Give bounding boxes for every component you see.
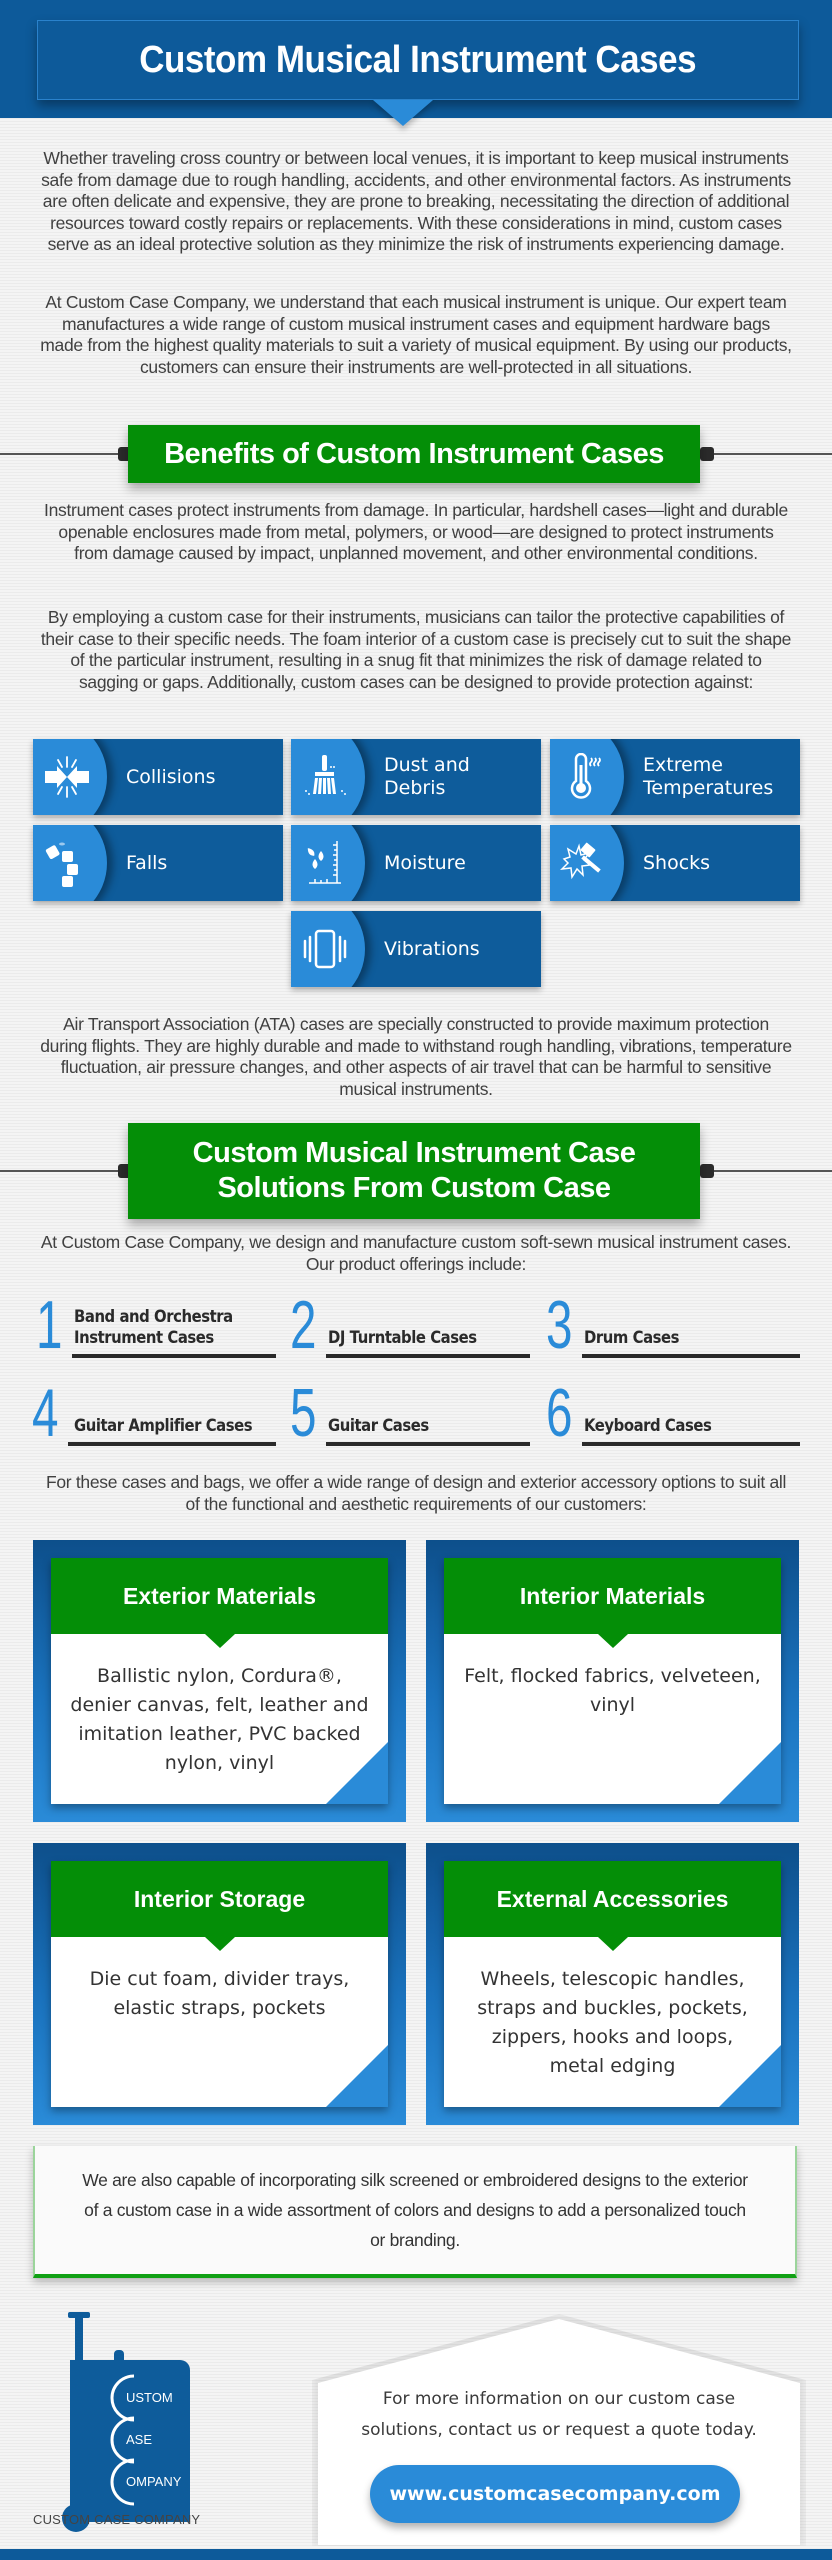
protection-label: Extreme Temperatures bbox=[643, 754, 774, 799]
option-card-title: Interior Materials bbox=[444, 1558, 781, 1634]
product-label: Drum Cases bbox=[584, 1328, 680, 1347]
benefits-section-title: Benefits of Custom Instrument Cases bbox=[164, 437, 664, 470]
product-underline bbox=[72, 1354, 276, 1358]
protection-tile-collisions: Collisions bbox=[33, 739, 283, 815]
thermometer-icon bbox=[570, 753, 601, 799]
protection-tile-shocks: Shocks bbox=[550, 825, 800, 901]
company-logo: USTOM ASE OMPANY bbox=[62, 2312, 190, 2532]
product-label: Band and Orchestra Instrument Cases bbox=[74, 1307, 233, 1347]
product-number: 6 bbox=[546, 1375, 573, 1451]
card-corner-fold bbox=[719, 1742, 781, 1804]
hammer-impact-icon bbox=[560, 842, 601, 880]
option-card-body: Ballistic nylon, Cordura®, denier canvas… bbox=[70, 1665, 369, 1774]
card-corner-fold bbox=[719, 2045, 781, 2107]
product-label: Keyboard Cases bbox=[584, 1416, 712, 1435]
product-underline bbox=[326, 1354, 530, 1358]
footer-bar bbox=[0, 2549, 832, 2560]
option-card-title: Interior Storage bbox=[51, 1861, 388, 1937]
option-card-body: Die cut foam, divider trays, elastic str… bbox=[89, 1968, 350, 2019]
intro-paragraph-1: Whether traveling cross country or betwe… bbox=[41, 148, 791, 254]
page-header: Custom Musical Instrument Cases bbox=[0, 0, 832, 118]
product-item: 1 Band and Orchestra Instrument Cases bbox=[36, 1290, 276, 1360]
option-card-title: External Accessories bbox=[444, 1861, 781, 1937]
benefits-paragraph-2: By employing a custom case for their ins… bbox=[40, 607, 792, 692]
brush-icon bbox=[305, 755, 346, 795]
product-number: 1 bbox=[36, 1287, 63, 1363]
product-number: 4 bbox=[32, 1375, 59, 1451]
water-drops-icon bbox=[307, 841, 341, 884]
solutions-title-line-2: Solutions From Custom Case bbox=[217, 1172, 611, 1204]
product-underline bbox=[582, 1354, 800, 1358]
product-number: 3 bbox=[546, 1287, 573, 1363]
protection-tile-dust: Dust and Debris bbox=[291, 739, 541, 815]
intro-paragraph-2: At Custom Case Company, we understand th… bbox=[40, 292, 792, 377]
protection-label: Moisture bbox=[384, 851, 466, 874]
product-label: DJ Turntable Cases bbox=[328, 1328, 477, 1347]
card-corner-fold bbox=[326, 1742, 388, 1804]
logo-caption: CUSTOM CASE COMPANY bbox=[33, 2512, 201, 2527]
product-item: 4 Guitar Amplifier Cases bbox=[32, 1378, 276, 1448]
customization-note-box: We are also capable of incorporating sil… bbox=[33, 2146, 797, 2278]
product-underline bbox=[326, 1442, 530, 1446]
benefits-paragraph-1: Instrument cases protect instruments fro… bbox=[44, 500, 788, 563]
product-label: Guitar Amplifier Cases bbox=[74, 1416, 253, 1435]
divider-node bbox=[700, 447, 714, 461]
product-item: 6 Keyboard Cases bbox=[546, 1378, 800, 1448]
product-number: 5 bbox=[290, 1375, 317, 1451]
solutions-paragraph-2: For these cases and bags, we offer a wid… bbox=[45, 1472, 787, 1514]
divider-node bbox=[700, 1164, 714, 1178]
protection-label: Collisions bbox=[126, 765, 216, 788]
protection-tile-falls: Falls bbox=[33, 825, 283, 901]
customization-note-text: We are also capable of incorporating sil… bbox=[82, 2170, 748, 2250]
product-label: Guitar Cases bbox=[328, 1416, 429, 1435]
solutions-title-line-1: Custom Musical Instrument Case bbox=[192, 1137, 636, 1169]
product-item: 5 Guitar Cases bbox=[290, 1378, 530, 1448]
ata-paragraph: Air Transport Association (ATA) cases ar… bbox=[40, 1014, 792, 1099]
header-title-box: Custom Musical Instrument Cases bbox=[37, 20, 799, 100]
protection-label: Dust and Debris bbox=[384, 754, 470, 799]
contact-cta-text: For more information on our custom case … bbox=[361, 2389, 757, 2440]
product-underline bbox=[68, 1442, 276, 1446]
solutions-section-banner: Custom Musical Instrument Case Solutions… bbox=[128, 1123, 700, 1219]
protection-label: Vibrations bbox=[384, 937, 480, 960]
option-card-interior-storage: Interior Storage Die cut foam, divider t… bbox=[33, 1843, 406, 2125]
svg-text:USTOM: USTOM bbox=[126, 2390, 173, 2405]
option-card-title: Exterior Materials bbox=[51, 1558, 388, 1634]
svg-text:ASE: ASE bbox=[126, 2432, 152, 2447]
benefits-section-banner: Benefits of Custom Instrument Cases bbox=[128, 425, 700, 483]
product-number: 2 bbox=[290, 1287, 317, 1363]
page-title: Custom Musical Instrument Cases bbox=[139, 38, 697, 81]
option-card-external-accessories: External Accessories Wheels, telescopic … bbox=[426, 1843, 799, 2125]
option-card-exterior-materials: Exterior Materials Ballistic nylon, Cord… bbox=[33, 1540, 406, 1822]
card-corner-fold bbox=[326, 2045, 388, 2107]
svg-text:OMPANY: OMPANY bbox=[126, 2474, 182, 2489]
option-card-interior-materials: Interior Materials Felt, flocked fabrics… bbox=[426, 1540, 799, 1822]
falling-blocks-icon bbox=[45, 842, 78, 887]
collision-arrows-icon bbox=[45, 756, 89, 798]
product-underline bbox=[582, 1442, 800, 1446]
vibration-icon bbox=[303, 929, 347, 969]
protection-tile-temperatures: Extreme Temperatures bbox=[550, 739, 800, 815]
product-item: 2 DJ Turntable Cases bbox=[290, 1290, 530, 1360]
protection-label: Shocks bbox=[643, 851, 711, 874]
protection-label: Falls bbox=[126, 851, 168, 874]
header-pointer-arrow bbox=[373, 100, 433, 126]
solutions-paragraph-1: At Custom Case Company, we design and ma… bbox=[40, 1232, 792, 1274]
protection-tile-vibrations: Vibrations bbox=[291, 911, 541, 987]
protection-tile-moisture: Moisture bbox=[291, 825, 541, 901]
option-card-body: Felt, flocked fabrics, velveteen, vinyl bbox=[464, 1665, 761, 1716]
website-link-button[interactable]: www.customcasecompany.com bbox=[370, 2465, 740, 2523]
option-card-body: Wheels, telescopic handles, straps and b… bbox=[477, 1968, 748, 2077]
product-item: 3 Drum Cases bbox=[546, 1290, 800, 1360]
